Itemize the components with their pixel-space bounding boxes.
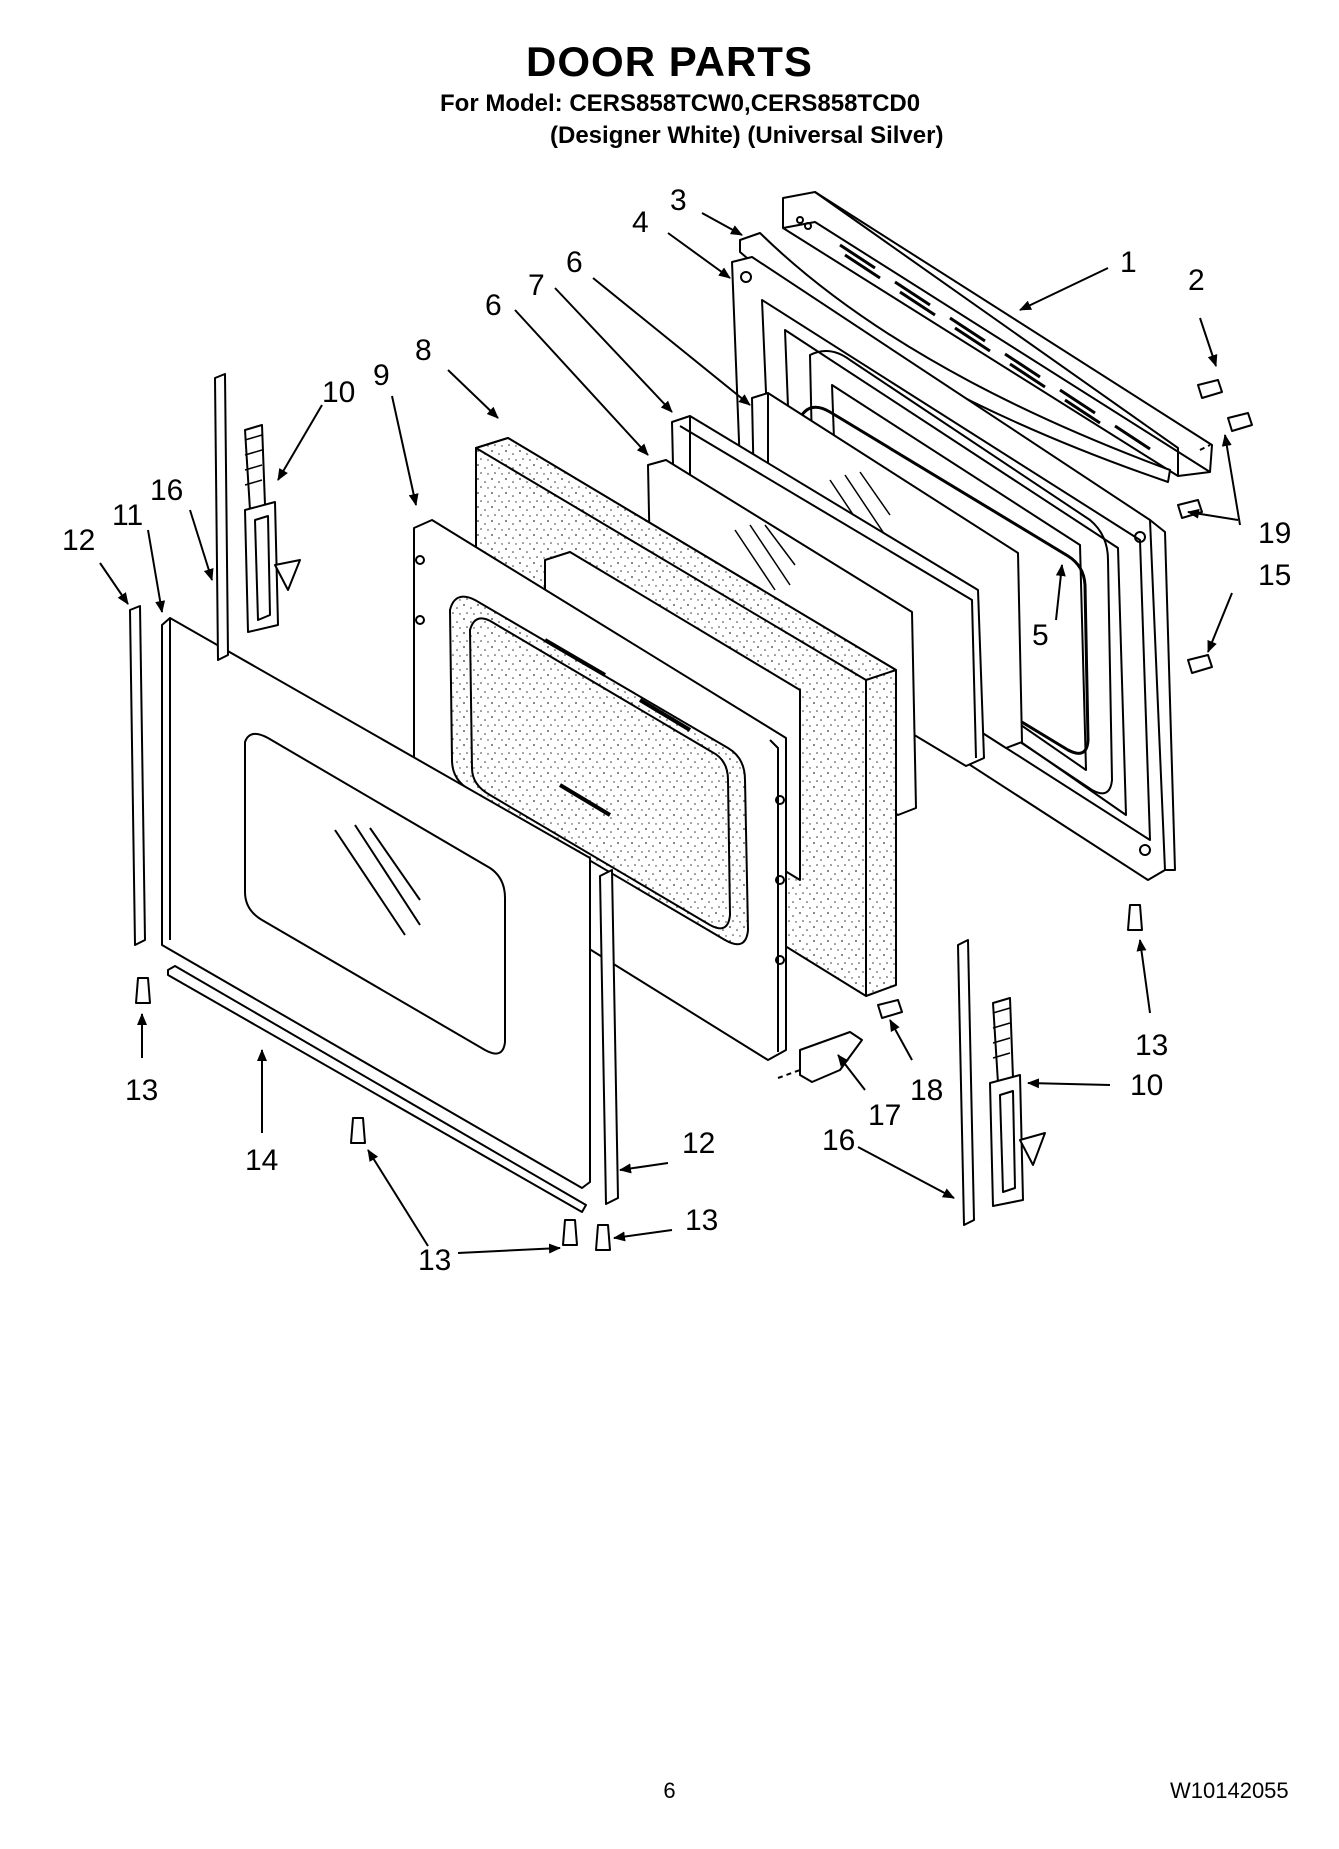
callout-10b: 10: [1130, 1069, 1163, 1102]
callout-5: 5: [1032, 619, 1049, 652]
callout-16a: 16: [150, 474, 183, 507]
callout-18: 18: [910, 1074, 943, 1107]
side-trim-right-part: [599, 869, 619, 1205]
side-trim-left-part: [129, 605, 146, 946]
variant-line: (Designer White) (Universal Silver): [550, 122, 944, 149]
callout-4: 4: [632, 206, 649, 239]
bottom-trim-part: [167, 965, 587, 1213]
callout-10a: 10: [322, 376, 355, 409]
document-number: W10142055: [1170, 1778, 1289, 1803]
callout-13a: 13: [125, 1074, 158, 1107]
callout-19: 19: [1258, 517, 1291, 550]
callout-13c: 13: [418, 1244, 451, 1277]
callout-14: 14: [245, 1144, 278, 1177]
leader-lines: [99, 212, 1241, 1254]
model-line: For Model: CERS858TCW0,CERS858TCD0: [440, 90, 921, 117]
bracket-part: [777, 1031, 863, 1083]
callout-3: 3: [670, 184, 687, 217]
vent-trim-part: [782, 191, 1213, 477]
callout-8: 8: [415, 334, 432, 367]
page-title: DOOR PARTS: [526, 38, 813, 85]
callout-labels: 1 2 3 4 5 6 6 7 8 9 10 10 11 12 12 13 13…: [62, 184, 1291, 1277]
hinge-receiver-left-part: [214, 373, 229, 661]
hinge-receiver-right-part: [957, 939, 975, 1226]
callout-6a: 6: [566, 246, 583, 279]
callout-13b: 13: [1135, 1029, 1168, 1062]
callout-6b: 6: [485, 289, 502, 322]
callout-7: 7: [528, 269, 545, 302]
callout-12b: 12: [682, 1127, 715, 1160]
callout-15: 15: [1258, 559, 1291, 592]
hinge-left-part: [244, 424, 301, 633]
callout-13d: 13: [685, 1204, 718, 1237]
screws: [135, 379, 1253, 1251]
callout-16b: 16: [822, 1124, 855, 1157]
hinge-right-part: [989, 997, 1046, 1207]
callout-11: 11: [112, 499, 143, 532]
callout-17: 17: [868, 1099, 901, 1132]
callout-9: 9: [373, 359, 390, 392]
callout-12a: 12: [62, 524, 95, 557]
page-number: 6: [663, 1778, 676, 1803]
callout-2: 2: [1188, 264, 1205, 297]
callout-1: 1: [1120, 246, 1137, 279]
outer-door-part: [161, 617, 591, 1189]
